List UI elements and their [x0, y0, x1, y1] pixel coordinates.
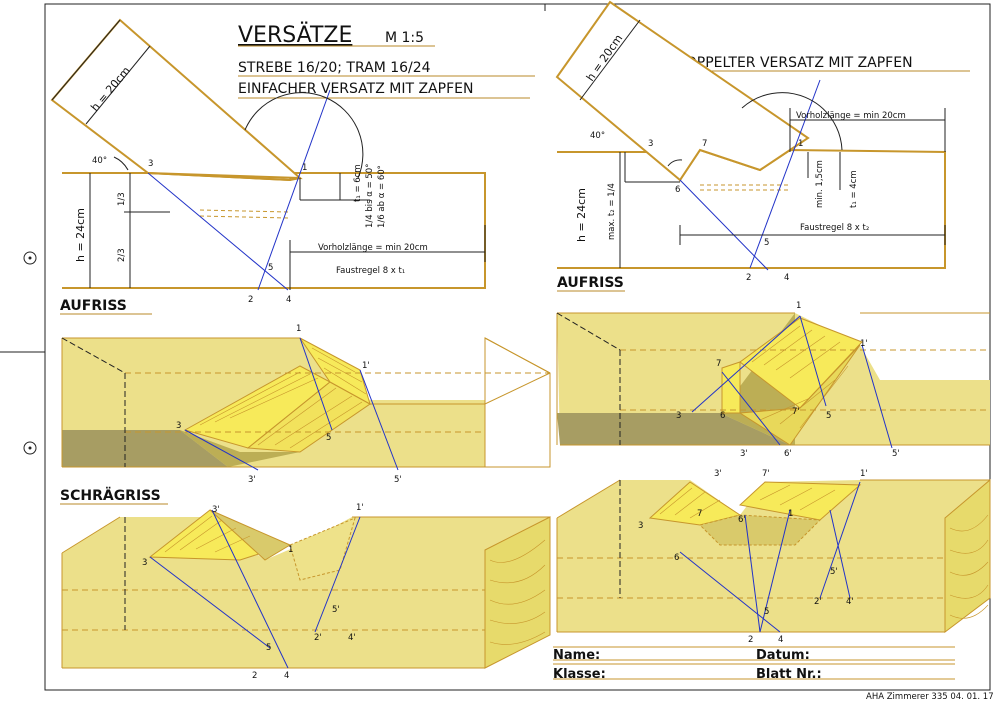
left-depth-rule-1: 1/4 bis α = 50°: [365, 164, 375, 228]
right-t2: max. t₂ = 1/4: [607, 183, 617, 240]
left-third-lower: 2/3: [117, 248, 127, 262]
left-lower-pt-5p: 5': [332, 605, 340, 615]
left-pt-1: 1: [302, 163, 307, 173]
left-rule: Faustregel 8 x t₁: [336, 266, 405, 276]
right-3d-lower: 3' 7' 1' 3 7 6' 1 6 5' 2' 4' 5 2 4: [556, 469, 991, 645]
right-upper-pt-6: 6: [720, 411, 725, 421]
left-third-upper: 1/3: [117, 192, 127, 206]
right-t1: t₁ = 4cm: [849, 170, 859, 208]
title-block: VERSÄTZE M 1:5 STREBE 16/20; TRAM 16/24 …: [238, 22, 970, 99]
left-lower-pt-1p: 1': [356, 503, 364, 513]
left-pt-2: 2: [248, 295, 253, 305]
left-aufriss-label: AUFRISS: [60, 298, 127, 314]
left-depth-rule-2: 1/6 ab α = 60°: [377, 165, 387, 228]
right-lower-pt-5: 5: [764, 607, 769, 617]
right-pt-1: 1: [798, 139, 803, 149]
right-lower-pt-3: 3: [638, 521, 643, 531]
right-upper-pt-5: 5: [826, 411, 831, 421]
right-pt-4: 4: [784, 273, 789, 283]
form-name-label: Name:: [553, 648, 600, 663]
right-angle: 40°: [590, 131, 605, 141]
right-lower-pt-7: 7: [697, 509, 702, 519]
left-overhang: Vorholzlänge = min 20cm: [318, 243, 428, 253]
sheet-subtitle-2: EINFACHER VERSATZ MIT ZAPFEN: [238, 81, 473, 97]
right-pt-3: 3: [648, 139, 653, 149]
left-lower-pt-4p: 4': [348, 633, 356, 643]
sheet-frame: [0, 3, 991, 691]
left-lower-pt-1: 1: [288, 545, 293, 555]
right-upper-pt-6p: 6': [784, 449, 792, 459]
right-upper-pt-1p: 1': [860, 339, 868, 349]
right-elevation: h = 20cm 40° h = 24cm max. t₂ = 1/4 min.…: [555, 0, 946, 292]
left-lower-pt-4: 4: [284, 671, 289, 681]
right-lower-pt-4: 4: [778, 635, 783, 645]
right-pt-5: 5: [764, 238, 769, 248]
right-overhang: Vorholzlänge = min 20cm: [796, 111, 906, 121]
right-lower-pt-1: 1: [788, 509, 793, 519]
right-3d-upper: 1 1' 7 3 6 7' 5 3' 6' 5': [556, 301, 990, 459]
right-upper-pt-3: 3: [676, 411, 681, 421]
right-lower-pt-2p: 2': [814, 597, 822, 607]
right-lower-pt-6p: 6': [738, 515, 746, 525]
right-upper-pt-7: 7: [716, 359, 721, 369]
sheet-footer: AHA Zimmerer 335 04. 01. 17: [866, 692, 994, 702]
right-title: DOPPELTER VERSATZ MIT ZAPFEN: [675, 55, 913, 71]
left-beam-dim: h = 24cm: [74, 208, 87, 262]
right-upper-pt-5p: 5': [892, 449, 900, 459]
form-blatt-label: Blatt Nr.:: [756, 667, 822, 682]
left-lower-pt-3p: 3': [212, 505, 220, 515]
right-min: min. 1,5cm: [815, 160, 825, 208]
form-klasse-label: Klasse:: [553, 667, 606, 682]
left-upper-pt-1p: 1': [362, 361, 370, 371]
right-pt-6: 6: [675, 185, 680, 195]
sheet-title: VERSÄTZE: [238, 22, 352, 48]
left-lower-pt-2p: 2': [314, 633, 322, 643]
right-lower-pt-4p: 4': [846, 597, 854, 607]
left-upper-pt-3: 3: [176, 421, 181, 431]
left-pt-3: 3: [148, 159, 153, 169]
left-pt-4: 4: [286, 295, 291, 305]
right-aufriss-label: AUFRISS: [557, 275, 624, 291]
right-lower-pt-5p: 5': [830, 567, 838, 577]
right-upper-pt-7p: 7': [792, 407, 800, 417]
punch-holes: [23, 251, 37, 455]
sheet-scale: M 1:5: [385, 30, 424, 46]
left-t1: t₁ = 6cm: [353, 164, 363, 202]
left-3d-lower: 3' 1' 3 1 5' 2' 4' 5 2 4: [61, 503, 551, 681]
right-lower-pt-2: 2: [748, 635, 753, 645]
left-upper-pt-5: 5: [326, 433, 331, 443]
right-upper-pt-3p: 3': [740, 449, 748, 459]
left-schraegriss-label: SCHRÄGRISS: [60, 487, 161, 504]
left-lower-pt-5: 5: [266, 643, 271, 653]
right-lower-pt-6: 6: [674, 553, 679, 563]
right-lower-pt-1p: 1': [860, 469, 868, 479]
left-angle: 40°: [92, 156, 107, 166]
left-pt-5: 5: [268, 263, 273, 273]
right-pt-7: 7: [702, 139, 707, 149]
left-3d-upper: 1 1' 3 5 3' 5' SCHRÄGRISS: [60, 324, 551, 505]
left-lower-pt-2: 2: [252, 671, 257, 681]
left-upper-pt-3p: 3': [248, 475, 256, 485]
right-lower-pt-3p: 3': [714, 469, 722, 479]
form-datum-label: Datum:: [756, 648, 810, 663]
right-rule: Faustregel 8 x t₂: [800, 223, 869, 233]
right-upper-pt-1: 1: [796, 301, 801, 311]
sheet-subtitle-1: STREBE 16/20; TRAM 16/24: [238, 60, 431, 76]
left-upper-pt-1: 1: [296, 324, 301, 334]
right-lower-pt-7p: 7': [762, 469, 770, 479]
left-upper-pt-5p: 5': [394, 475, 402, 485]
right-beam-dim: h = 24cm: [575, 188, 588, 242]
right-pt-2: 2: [746, 273, 751, 283]
form-block: Name: Datum: Klasse: Blatt Nr.: AHA Zimm…: [553, 646, 994, 702]
left-lower-pt-3: 3: [142, 558, 147, 568]
left-elevation: h = 20cm 40° h = 24cm 1/3 2/3 t₁ = 6cm 1…: [50, 18, 486, 315]
